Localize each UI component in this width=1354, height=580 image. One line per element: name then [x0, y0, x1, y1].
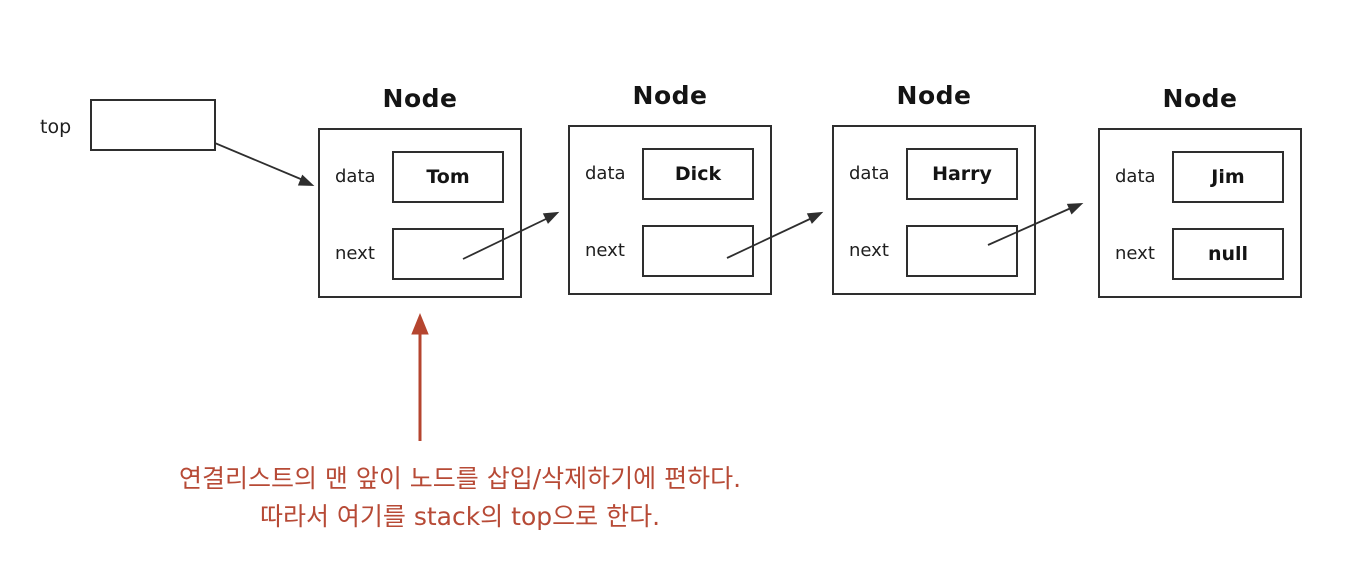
- next-value-box: [392, 228, 504, 280]
- annotation-arrow: [411, 313, 429, 441]
- annotation-text: 연결리스트의 맨 앞이 노드를 삽입/삭제하기에 편하다. 따라서 여기를 st…: [100, 460, 820, 536]
- annotation-line-2: 따라서 여기를 stack의 top으로 한다.: [259, 502, 661, 531]
- data-field-label: data: [585, 163, 626, 184]
- data-value: Harry: [932, 163, 992, 185]
- next-value-box: [906, 225, 1018, 277]
- node-1: Node data Tom next: [318, 84, 522, 298]
- annotation-line-1: 연결리스트의 맨 앞이 노드를 삽입/삭제하기에 편하다.: [178, 464, 742, 493]
- next-field-label: next: [849, 240, 889, 261]
- node-title: Node: [632, 81, 708, 110]
- node-title: Node: [382, 84, 458, 113]
- data-field-label: data: [1115, 166, 1156, 187]
- node-title: Node: [1162, 84, 1238, 113]
- next-value: null: [1207, 243, 1249, 265]
- data-value-box: Dick: [642, 148, 754, 200]
- node-title: Node: [896, 81, 972, 110]
- top-pointer-box: [90, 99, 216, 151]
- node-2: Node data Dick next: [568, 81, 772, 295]
- data-field-label: data: [849, 163, 890, 184]
- next-value-box: null: [1172, 228, 1284, 280]
- next-value-box: [642, 225, 754, 277]
- data-value-box: Harry: [906, 148, 1018, 200]
- top-pointer-label: top: [40, 116, 72, 138]
- data-value: Jim: [1211, 166, 1245, 188]
- next-field-label: next: [585, 240, 625, 261]
- next-field-label: next: [335, 243, 375, 264]
- data-field-label: data: [335, 166, 376, 187]
- data-value: Tom: [426, 166, 470, 188]
- node-4: Node data Jim next null: [1098, 84, 1302, 298]
- data-value-box: Jim: [1172, 151, 1284, 203]
- data-value: Dick: [674, 163, 722, 185]
- node-3: Node data Harry next: [832, 81, 1036, 295]
- data-value-box: Tom: [392, 151, 504, 203]
- next-field-label: next: [1115, 243, 1155, 264]
